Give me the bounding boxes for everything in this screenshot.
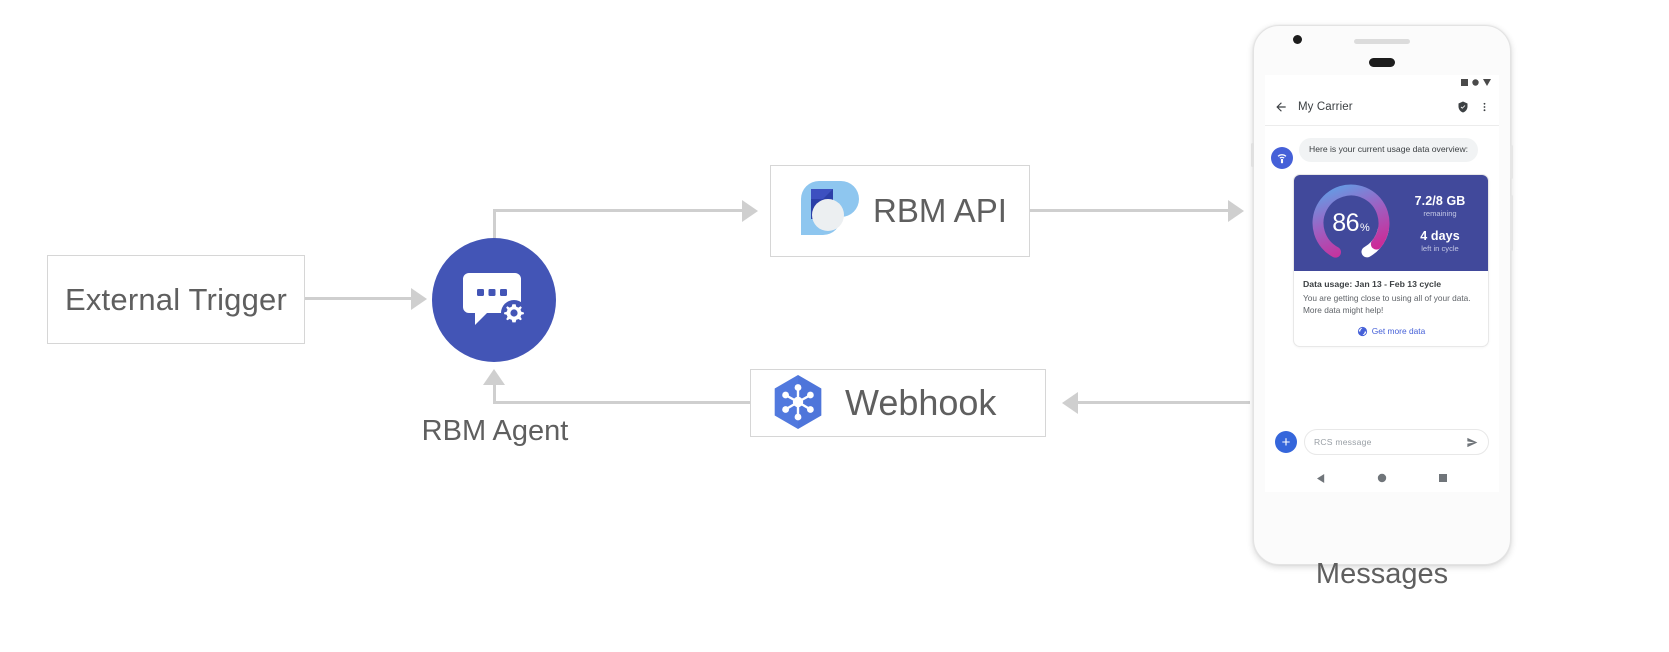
stat-data-remaining-label: remaining xyxy=(1423,208,1457,218)
external-trigger-label: External Trigger xyxy=(64,281,288,317)
connector-webhook-to-agent xyxy=(493,401,750,404)
nav-back-triangle-icon[interactable] xyxy=(1316,473,1326,483)
stat-data-remaining: 7.2/8 GB remaining xyxy=(1415,194,1466,218)
data-usage-rich-card[interactable]: 86 % 7.2/8 GB remaining 4 days left in c… xyxy=(1293,174,1489,347)
nav-recents-square-icon[interactable] xyxy=(1439,474,1448,482)
card-title: Data usage: Jan 13 - Feb 13 cycle xyxy=(1303,279,1442,289)
rcs-message-input[interactable]: RCS message xyxy=(1304,429,1489,455)
rcs-message-placeholder: RCS message xyxy=(1314,437,1372,447)
phone-screen: My Carrier Here is your current usage da… xyxy=(1265,75,1499,492)
connector-agent-up xyxy=(493,209,496,257)
rbm-api-node[interactable]: RBM API xyxy=(770,165,1030,257)
connector-messages-to-webhook xyxy=(1078,401,1250,404)
get-more-data-label: Get more data xyxy=(1371,326,1426,337)
gauge-value-text: 86 % xyxy=(1308,180,1394,266)
phone-earpiece xyxy=(1369,58,1395,67)
nav-home-circle-icon[interactable] xyxy=(1377,473,1387,483)
chat-bubble-gear-icon xyxy=(461,269,527,331)
webhook-hexagon-icon xyxy=(767,372,829,434)
webhook-label: Webhook xyxy=(845,382,997,423)
phone-side-button-left xyxy=(1251,143,1254,167)
phone-speaker-grille xyxy=(1354,39,1410,44)
external-trigger-node[interactable]: External Trigger xyxy=(47,255,305,344)
stat-data-remaining-value: 7.2/8 GB xyxy=(1414,193,1466,208)
hero-stats: 7.2/8 GB remaining 4 days left in cycle xyxy=(1398,194,1482,253)
send-icon[interactable] xyxy=(1466,436,1479,449)
card-hero: 86 % 7.2/8 GB remaining 4 days left in c… xyxy=(1294,175,1488,271)
usage-gauge: 86 % xyxy=(1308,180,1394,266)
rbm-api-droplet-icon xyxy=(791,177,859,245)
gauge-percent-sign: % xyxy=(1360,221,1370,234)
app-bar: My Carrier xyxy=(1265,89,1499,126)
webhook-node[interactable]: Webhook xyxy=(750,369,1046,437)
conversation-thread: Here is your current usage data overview… xyxy=(1265,126,1499,449)
plus-icon[interactable]: + xyxy=(1275,431,1297,453)
agent-message-bubble: Here is your current usage data overview… xyxy=(1299,138,1479,162)
more-vert-icon[interactable] xyxy=(1479,100,1490,114)
arrow-api-to-messages xyxy=(1228,200,1244,222)
phone-side-button-power xyxy=(1510,145,1513,179)
rbm-agent-label: RBM Agent xyxy=(421,415,569,447)
stat-days-left-value: 4 days xyxy=(1420,228,1460,243)
globe-icon xyxy=(1357,326,1368,337)
rbm-agent-node[interactable] xyxy=(432,238,556,362)
messages-label: Messages xyxy=(1315,558,1449,590)
stat-days-left-label: left in cycle xyxy=(1421,243,1459,253)
verified-shield-icon xyxy=(1457,101,1469,113)
agent-message-row: Here is your current usage data overview… xyxy=(1265,134,1499,169)
stat-days-left: 4 days left in cycle xyxy=(1420,229,1460,253)
connector-trigger-to-agent xyxy=(305,297,411,300)
app-bar-title: My Carrier xyxy=(1298,101,1353,113)
carrier-signal-icon xyxy=(1271,147,1293,169)
connector-webhook-up xyxy=(493,385,496,403)
arrow-agent-to-api xyxy=(742,200,758,222)
arrow-webhook-to-agent xyxy=(483,369,505,385)
compose-bar: + RCS message xyxy=(1265,425,1499,459)
phone-side-button-volume xyxy=(1510,195,1513,251)
rbm-api-label: RBM API xyxy=(873,192,1007,229)
battery-icon xyxy=(1483,78,1491,86)
messages-phone-mockup: My Carrier Here is your current usage da… xyxy=(1251,25,1513,565)
connector-api-to-messages xyxy=(1030,209,1228,212)
status-bar xyxy=(1265,75,1499,89)
arrow-trigger-to-agent xyxy=(411,288,427,310)
gauge-percent-value: 86 xyxy=(1332,208,1360,237)
card-body: Data usage: Jan 13 - Feb 13 cycle You ar… xyxy=(1294,271,1488,346)
card-description: You are getting close to using all of yo… xyxy=(1303,293,1471,315)
phone-front-camera xyxy=(1293,35,1302,44)
back-arrow-icon[interactable] xyxy=(1274,100,1288,114)
signal-icon xyxy=(1461,78,1468,86)
get-more-data-button[interactable]: Get more data xyxy=(1303,326,1479,339)
android-nav-bar xyxy=(1265,464,1499,492)
connector-agent-to-api xyxy=(493,209,742,212)
arrow-messages-to-webhook xyxy=(1062,392,1078,414)
wifi-dot-icon xyxy=(1472,78,1479,86)
